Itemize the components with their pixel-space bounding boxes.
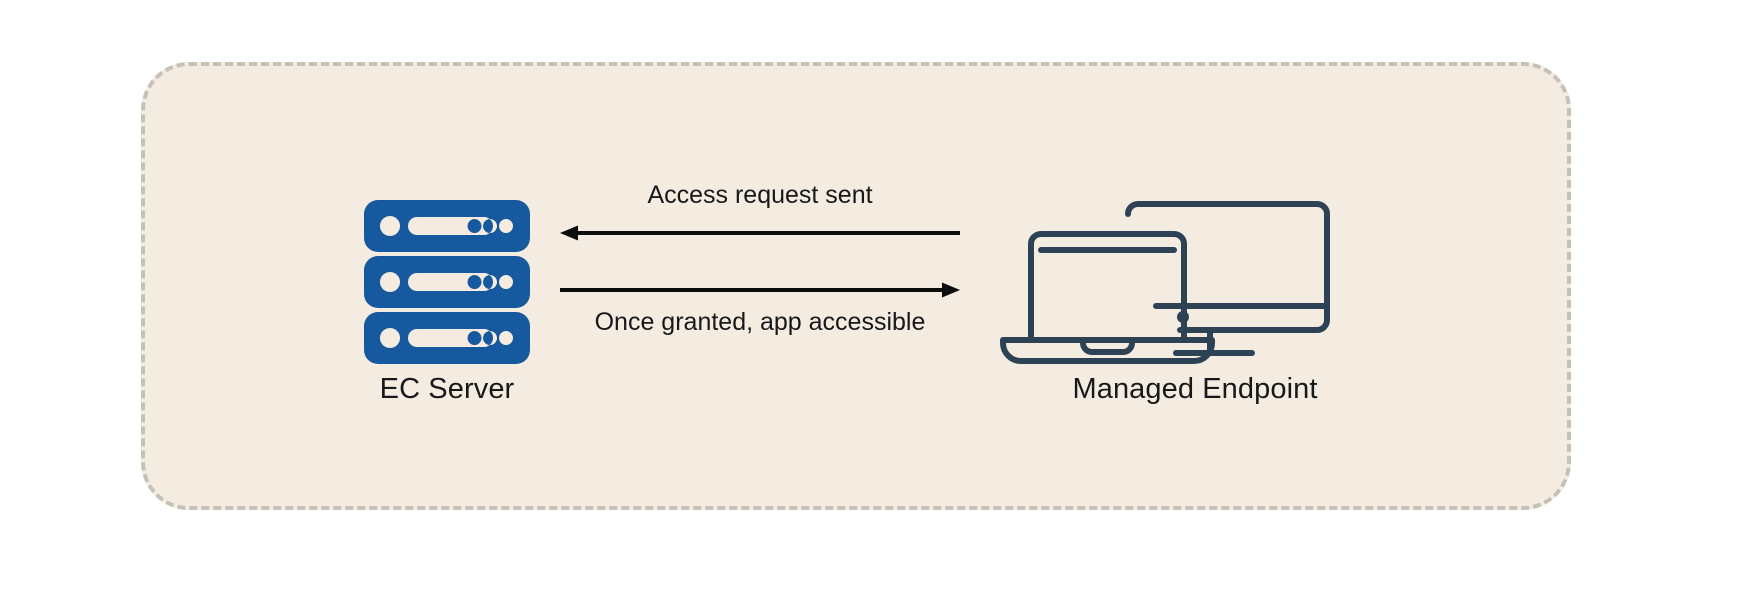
arrow-right-to-left (560, 225, 960, 241)
node-label-managed-endpoint: Managed Endpoint (1072, 373, 1318, 405)
flow-arrows-group: Access request sent Once granted, app ac… (560, 175, 960, 365)
server-stack-icon (364, 200, 530, 364)
node-label-ec-server: EC Server (379, 373, 515, 405)
node-ec-server: EC Server (322, 200, 572, 430)
arrow-left-to-right (560, 282, 960, 298)
flow-label-access-request: Access request sent (647, 181, 873, 209)
flow-label-app-accessible: Once granted, app accessible (594, 308, 926, 336)
laptop-and-monitor-icon (1000, 201, 1330, 364)
node-managed-endpoint: Managed Endpoint (995, 200, 1395, 430)
